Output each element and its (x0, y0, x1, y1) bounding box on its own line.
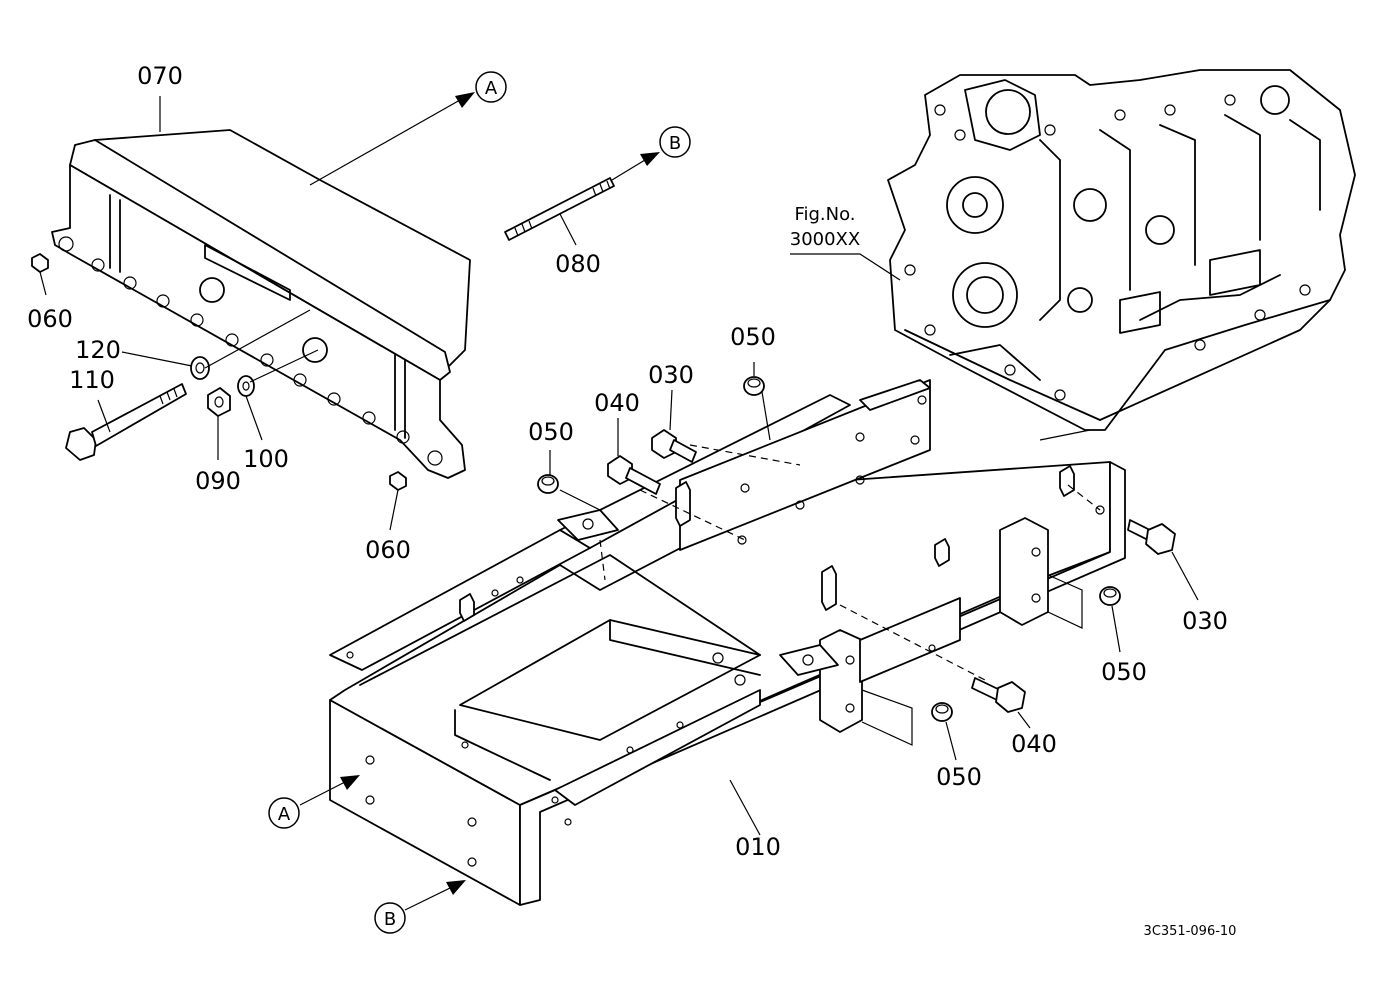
callout-a-bottom: A (268, 797, 300, 829)
leader-lines (39, 92, 1199, 911)
callout-b-bottom-label: B (384, 909, 396, 930)
part-label-050-right: 050 (1101, 658, 1147, 686)
part-label-040-top: 040 (594, 389, 640, 417)
fig-reference-line1: Fig.No. (794, 204, 855, 225)
nut-090-drawing (207, 387, 231, 417)
part-label-110: 110 (69, 366, 115, 394)
callout-b-top-label: B (669, 133, 681, 154)
collar-050-top-left-drawing (537, 474, 559, 494)
bolt-030-top-drawing (651, 429, 697, 463)
callout-b-top: B (659, 126, 691, 158)
frame-010-drawing (329, 379, 1126, 906)
washer-100-drawing (237, 375, 255, 397)
callout-a-bottom-label: A (278, 804, 291, 825)
callout-a-top-label: A (485, 78, 498, 99)
part-label-040-bottom: 040 (1011, 730, 1057, 758)
collar-050-top-right-drawing (743, 376, 765, 396)
part-label-050-bottom: 050 (936, 763, 982, 791)
cross-member-drawing (51, 129, 471, 479)
engine-block-drawing (887, 69, 1356, 431)
bolt-040-bottom-drawing (971, 677, 1026, 713)
part-label-010: 010 (735, 833, 781, 861)
bolt-110-drawing (65, 383, 187, 461)
bolt-040-top-drawing (607, 455, 661, 495)
fig-reference-line2: 3000XX (790, 229, 860, 250)
collar-050-bottom-drawing (931, 702, 953, 722)
callout-a-top: A (475, 71, 507, 103)
part-label-030-top: 030 (648, 361, 694, 389)
part-label-100: 100 (243, 445, 289, 473)
stud-080-drawing (504, 177, 615, 241)
washer-120-drawing (190, 356, 210, 380)
collar-050-right-drawing (1099, 586, 1121, 606)
part-label-060-left: 060 (27, 305, 73, 333)
part-label-060-bottom: 060 (365, 536, 411, 564)
bolt-060-bottom-drawing (389, 471, 407, 491)
bolt-060-left-drawing (31, 253, 49, 273)
part-label-030-right: 030 (1182, 607, 1228, 635)
drawing-number: 3C351-096-10 (1144, 924, 1237, 939)
part-label-080: 080 (555, 250, 601, 278)
callout-b-bottom: B (374, 902, 406, 934)
bolt-030-right-drawing (1127, 519, 1176, 555)
part-label-090: 090 (195, 467, 241, 495)
part-label-050-top-left: 050 (528, 418, 574, 446)
part-label-070: 070 (137, 62, 183, 90)
part-label-120: 120 (75, 336, 121, 364)
part-label-050-top-right: 050 (730, 323, 776, 351)
